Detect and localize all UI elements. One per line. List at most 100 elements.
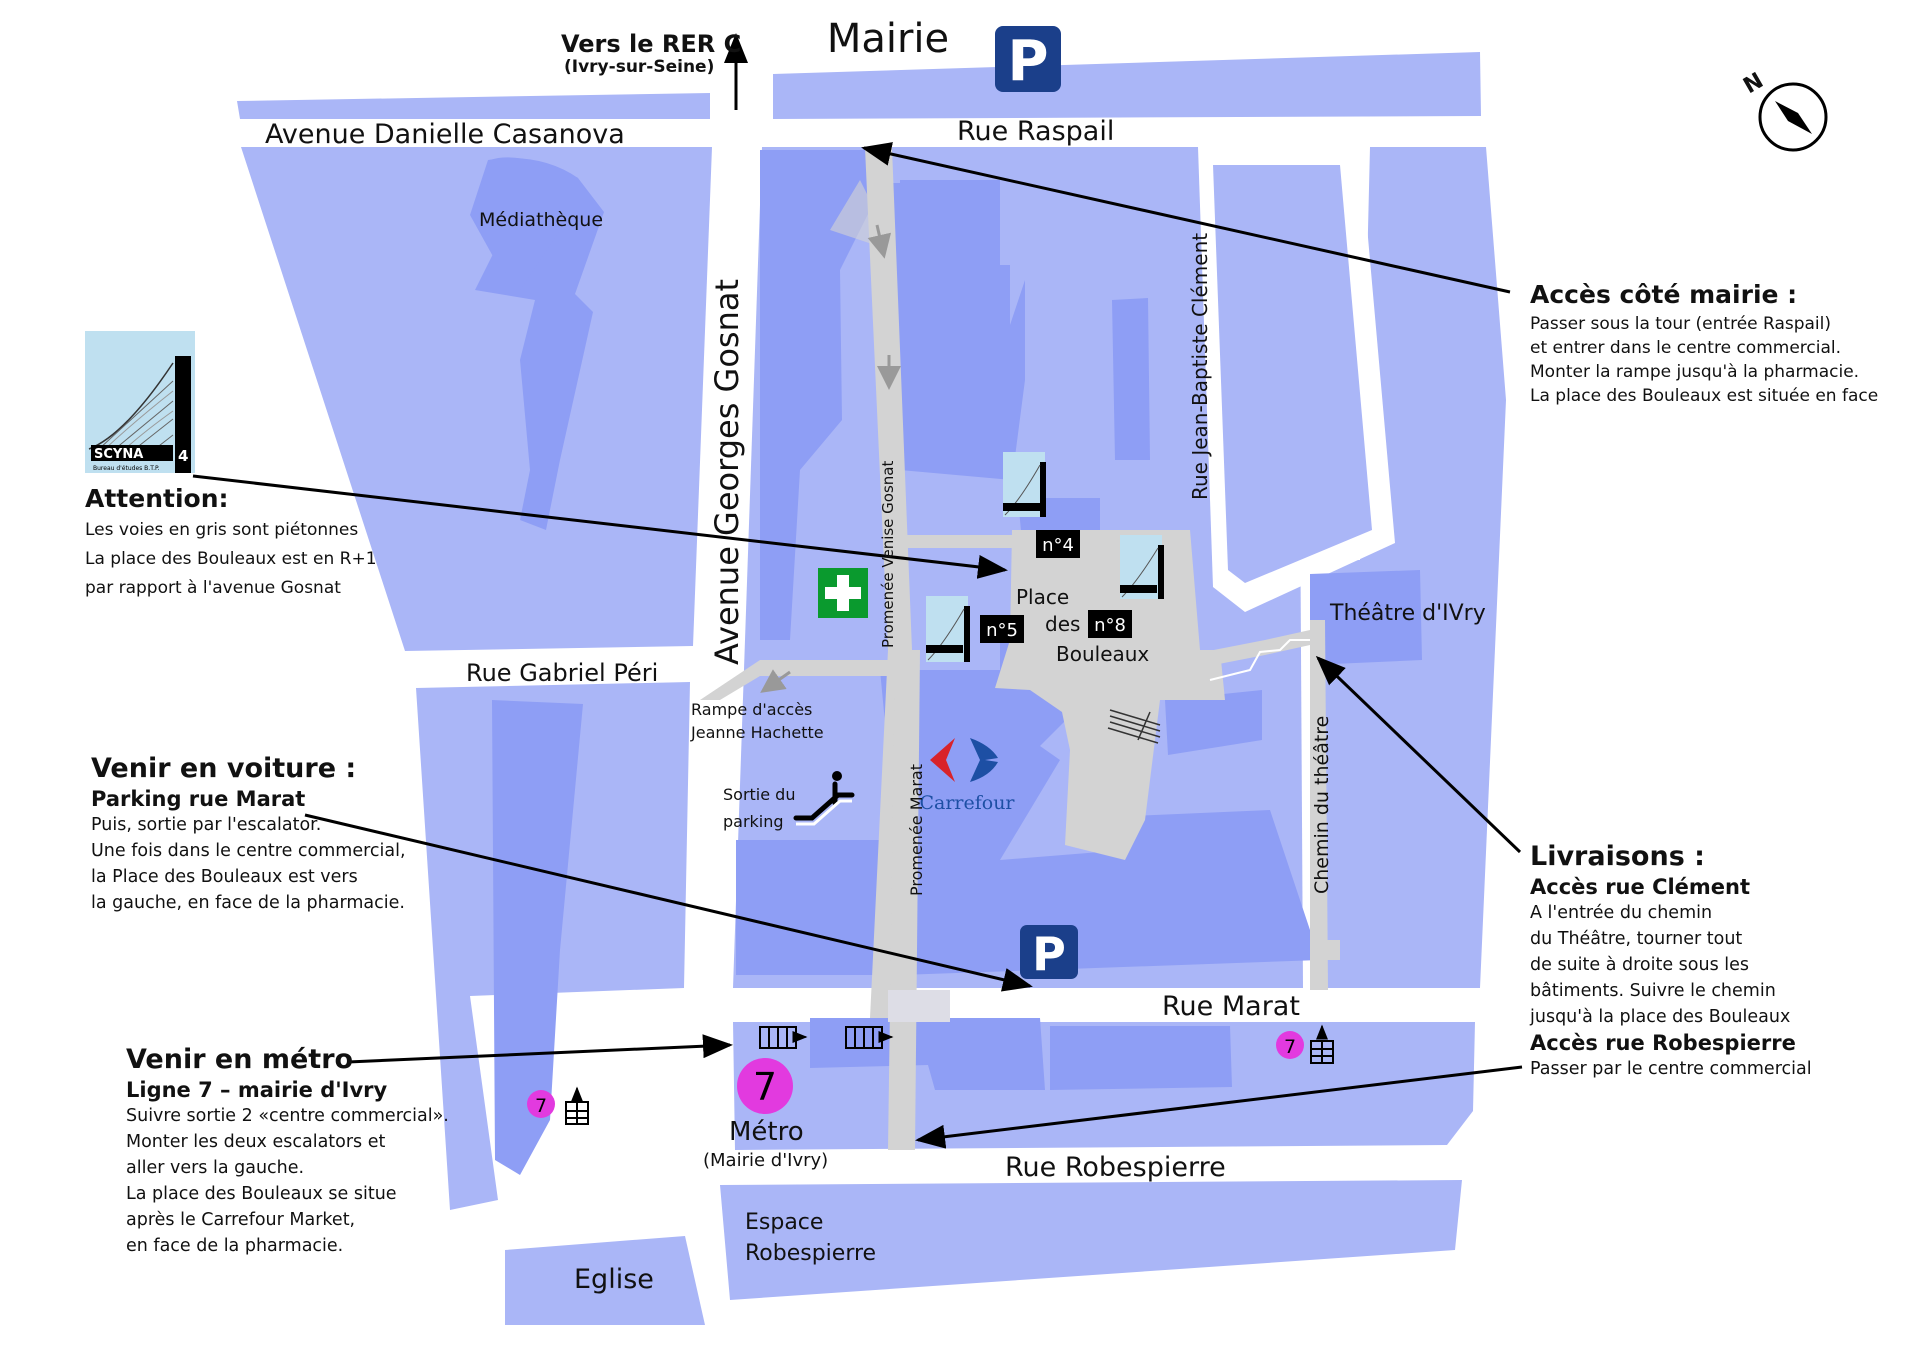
note-metro: Venir en métro Ligne 7 – mairie d'Ivry S…	[126, 1043, 486, 1259]
entrance-badges: n°4 n°5 n°8	[980, 530, 1132, 643]
north-arrow-icon: N	[1739, 68, 1828, 152]
block-espace	[720, 1180, 1462, 1300]
note-voiture: Venir en voiture : Parking rue Marat Pui…	[91, 752, 451, 916]
note-attention-body: Les voies en gris sont piétonnes La plac…	[85, 520, 377, 598]
street-casanova: Avenue Danielle Casanova	[265, 119, 625, 150]
label-mediatheque: Médiathèque	[479, 209, 603, 231]
scyna4-logo-mini	[926, 452, 1164, 662]
parking-icon-top[interactable]: P	[995, 26, 1061, 94]
zigzag-stairs	[1209, 639, 1310, 681]
label-place-1: Place	[1016, 585, 1069, 609]
note-livraisons-title: Livraisons :	[1530, 841, 1705, 872]
note-mairie-body: Passer sous la tour (entrée Raspail) et …	[1530, 314, 1879, 406]
rer-label: Vers le RER C	[561, 30, 741, 58]
arrow-robespierre	[915, 1065, 1523, 1149]
scyna4-logo: SCYNA 4 Bureau d'études B.T.P.	[85, 331, 195, 473]
block-top-left-strip	[237, 93, 710, 119]
marat-crossing	[888, 990, 950, 1022]
metro-line-number: 7	[535, 1095, 547, 1117]
parking-letter: P	[1032, 927, 1066, 981]
pharmacy-cross-icon	[818, 568, 868, 618]
scyna-logo-number: 4	[178, 447, 188, 465]
note-metro-body: Suivre sortie 2 «centre commercial». Mon…	[126, 1106, 449, 1256]
building-west-strip	[492, 700, 583, 1175]
note-attention: Attention: Les voies en gris sont piéton…	[85, 482, 415, 603]
metro-7-icon-east[interactable]: 7	[1276, 1031, 1304, 1059]
block-eglise	[505, 1236, 705, 1325]
metro-7-icon-west[interactable]: 7	[527, 1090, 555, 1118]
peri-ramp	[700, 660, 900, 700]
note-metro-title: Venir en métro	[126, 1044, 354, 1075]
rer-sublabel: (Ivry-sur-Seine)	[564, 57, 714, 77]
note-livraisons-body: A l'entrée du chemin du Théâtre, tourner…	[1530, 903, 1791, 1027]
entrance-n4: n°4	[1042, 535, 1074, 556]
block-top-center-strip	[773, 52, 1481, 119]
white-voids	[1198, 147, 1395, 612]
street-clement: Rue Jean-Baptiste Clément	[1188, 233, 1212, 500]
promenee-marat	[888, 650, 920, 1150]
mairie-label: Mairie	[827, 16, 949, 62]
label-metro: Métro	[729, 1117, 804, 1147]
entrance-n8: n°8	[1094, 615, 1126, 636]
note-attention-title: Attention:	[85, 484, 229, 513]
label-place-2: des	[1045, 612, 1080, 636]
note-livraisons-subtitle: Accès rue Clément	[1530, 875, 1751, 899]
escalator-icon	[793, 771, 855, 826]
parking-letter: P	[1007, 29, 1048, 94]
note-metro-subtitle: Ligne 7 – mairie d'Ivry	[126, 1078, 388, 1102]
street-marat: Rue Marat	[1162, 991, 1300, 1022]
raspail-ramp	[830, 180, 900, 290]
street-promenee-marat: Promenée Marat	[907, 764, 926, 896]
label-place-3: Bouleaux	[1056, 642, 1149, 666]
cross-link	[890, 535, 1015, 548]
note-livraisons: Livraisons : Accès rue Clément A l'entré…	[1530, 840, 1900, 1082]
parking-icon-marat[interactable]: P	[1020, 925, 1078, 981]
arrow-attention	[192, 474, 1008, 579]
street-robespierre: Rue Robespierre	[1005, 1152, 1226, 1183]
metro-line-number: 7	[753, 1065, 777, 1109]
label-sortie-1: Sortie du	[723, 785, 795, 804]
street-chemin-theatre: Chemin du théâtre	[1311, 716, 1333, 894]
pointer-arrows	[192, 33, 1523, 1149]
building-marat-south-a	[810, 1018, 1045, 1090]
building-marat-south-b	[1050, 1026, 1232, 1090]
metro-line-number: 7	[1284, 1036, 1296, 1058]
chemin-theatre	[1310, 620, 1328, 990]
scyna-logo-text: SCYNA	[94, 447, 143, 462]
scyna-logo-subtitle: Bureau d'études B.T.P.	[93, 465, 160, 472]
building-parking	[736, 840, 908, 975]
svg-text:N: N	[1739, 68, 1767, 99]
theatre-link	[1188, 630, 1310, 670]
building-right-mid	[1165, 690, 1262, 755]
label-espace-1: Espace	[745, 1210, 823, 1235]
stairs-pattern	[1107, 709, 1161, 744]
arrow-livraisons	[1315, 655, 1522, 854]
note-livraisons-body2: Passer par le centre commercial	[1530, 1059, 1812, 1079]
building-gosnat-west	[760, 150, 880, 640]
marat-bottom-link	[1325, 940, 1340, 960]
label-rampe-2: Jeanne Hachette	[690, 723, 824, 742]
note-mairie: Accès côté mairie : Passer sous la tour …	[1530, 278, 1900, 408]
building-theatre	[1310, 570, 1422, 665]
note-voiture-title: Venir en voiture :	[91, 753, 357, 784]
arrow-mairie	[861, 142, 1511, 294]
building-carrefour	[880, 670, 1320, 975]
street-promenee-venise: Promenée Venise Gosnat	[879, 461, 897, 648]
note-voiture-subtitle: Parking rue Marat	[91, 787, 306, 811]
pedestrian-paths	[700, 148, 1340, 1150]
place-bouleaux	[995, 530, 1225, 860]
label-metro-sub: (Mairie d'Ivry)	[703, 1150, 828, 1171]
street-raspail: Rue Raspail	[957, 116, 1114, 147]
label-sortie-2: parking	[723, 812, 784, 831]
metro-7-icon-main[interactable]: 7	[737, 1058, 793, 1114]
carrefour-logo: Carrefour	[919, 738, 1015, 814]
buildings	[470, 150, 1422, 1175]
flow-arrow-peri	[760, 669, 791, 693]
building-clement-left	[1112, 298, 1150, 460]
stairs-icon	[565, 1024, 1334, 1125]
street-gosnat: Avenue Georges Gosnat	[708, 279, 746, 665]
label-eglise: Eglise	[574, 1264, 654, 1295]
street-peri: Rue Gabriel Péri	[466, 659, 658, 687]
label-rampe-1: Rampe d'accès	[691, 700, 812, 719]
